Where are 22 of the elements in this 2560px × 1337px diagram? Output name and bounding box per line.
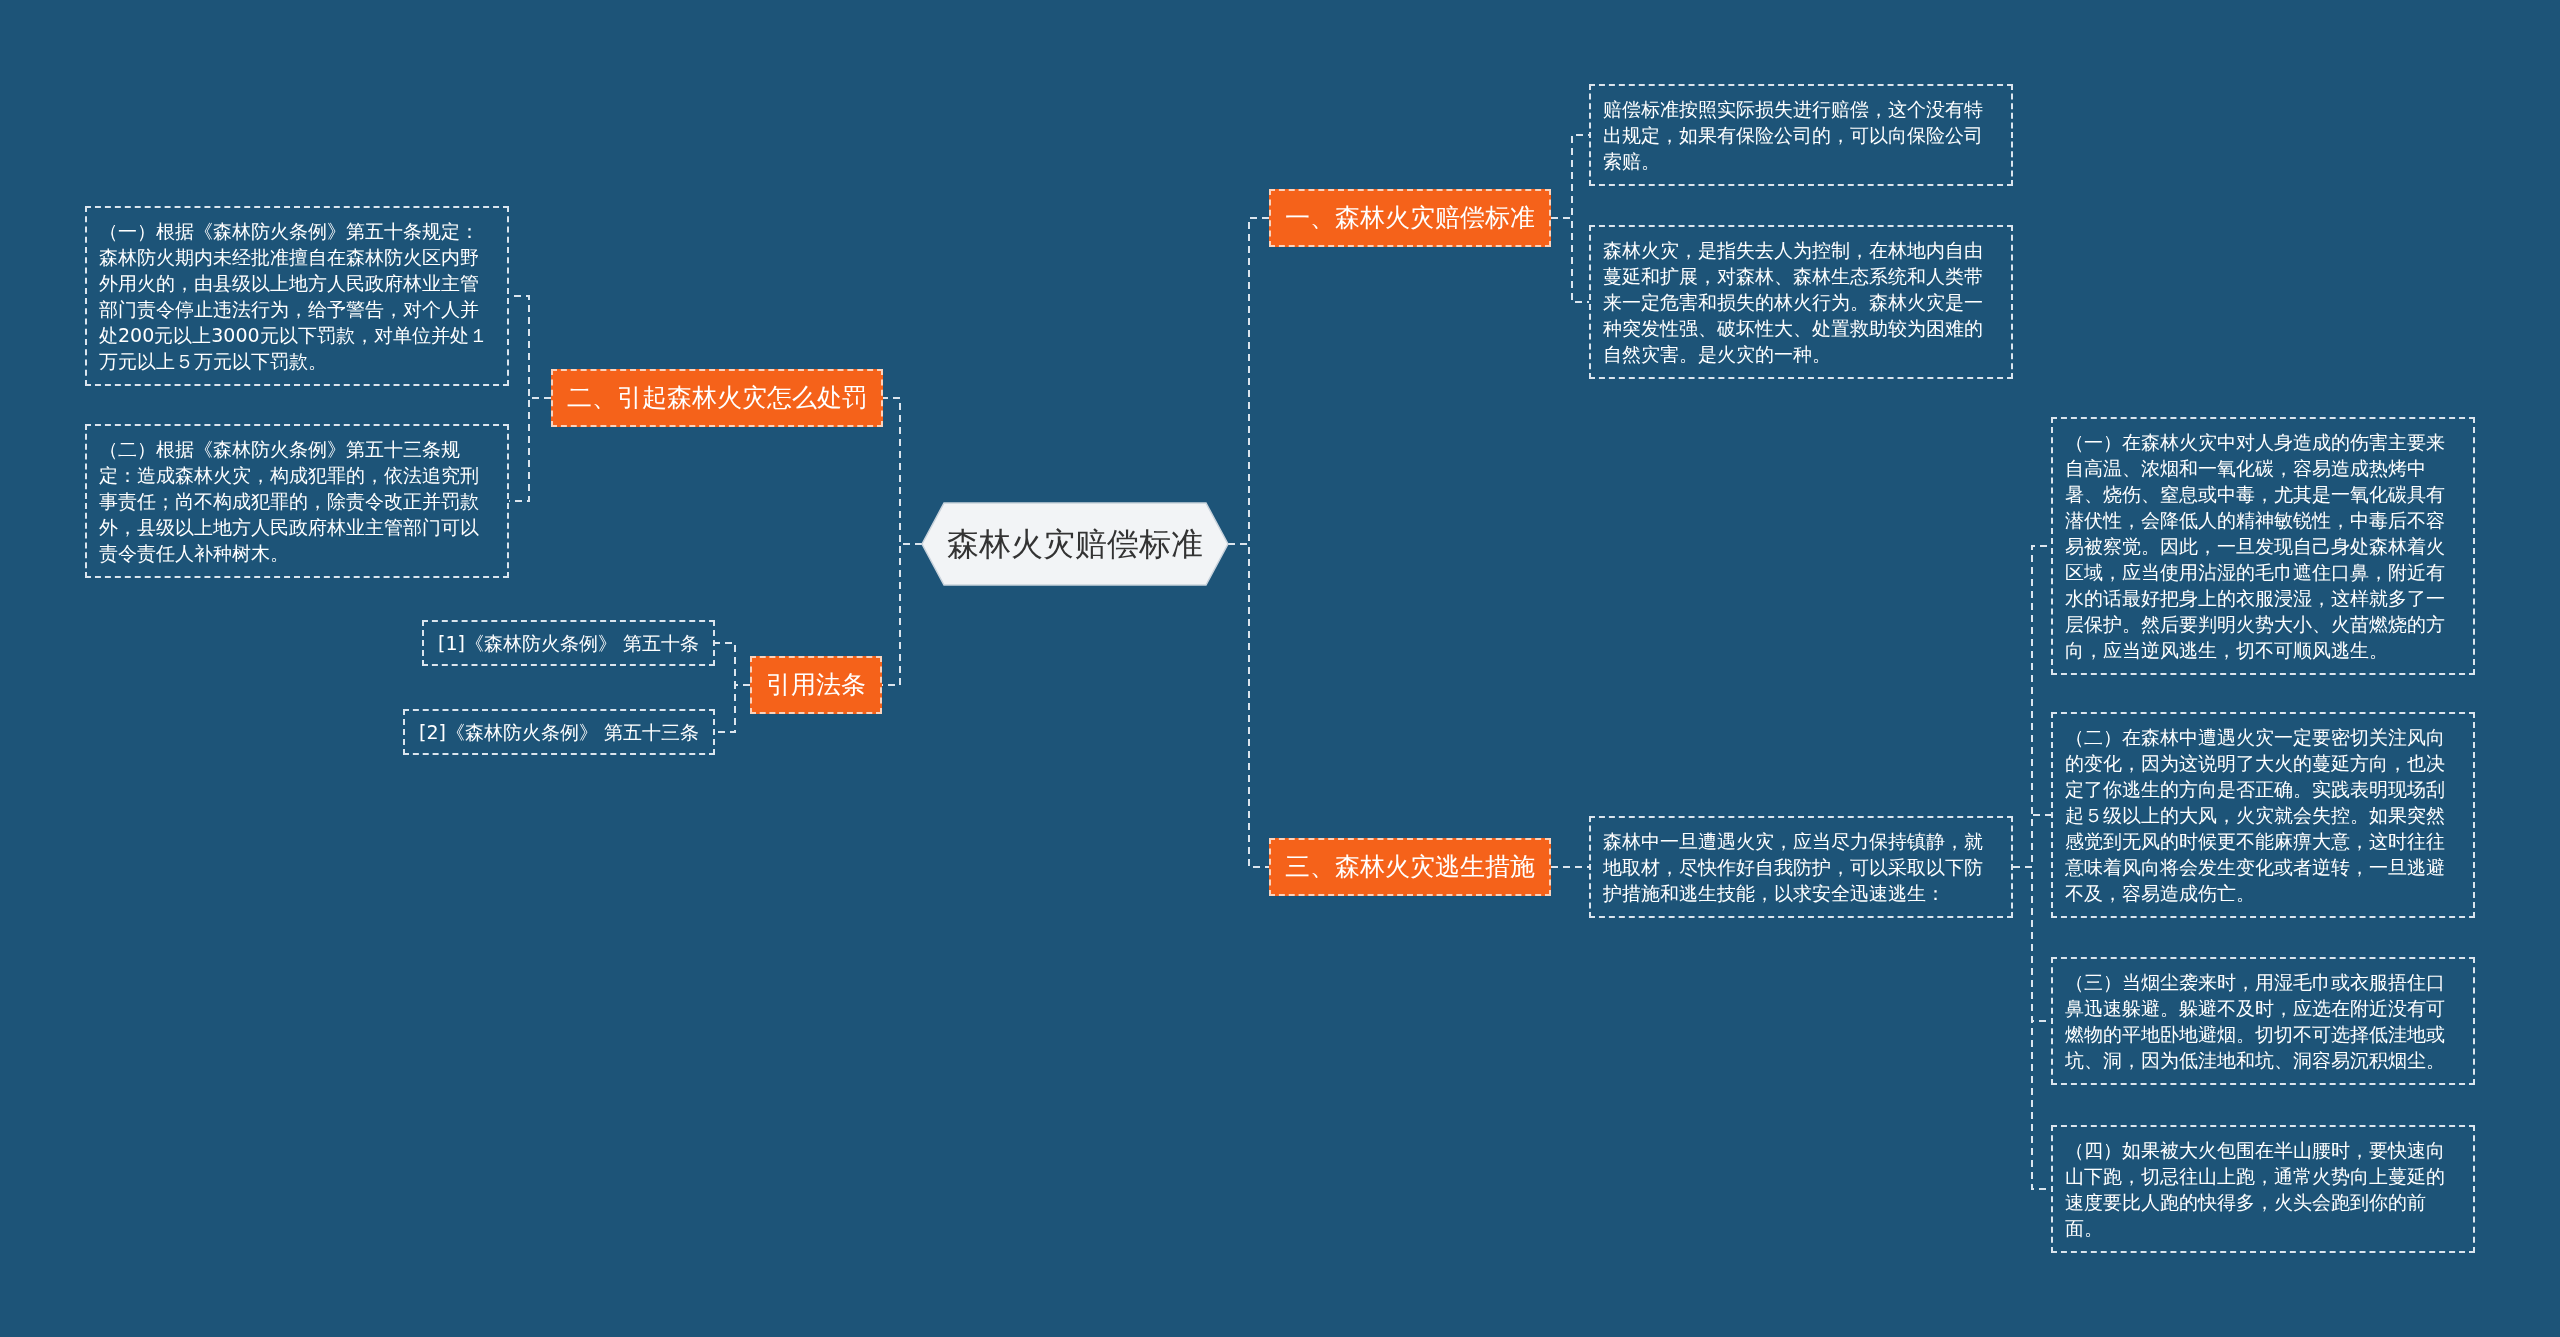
connector-line (1550, 866, 1590, 868)
text-box: （一）根据《森林防火条例》第五十条规定：森林防火期内未经批准擅自在森林防火区内野外用火的，由县级以上地方人民政府林业主管部门责令停止违法行为，给予警告，对个人并处200元以上3000元以下罚款，对单位并处１万元以上５万元以下罚款。 (85, 206, 509, 386)
connector-line (1227, 543, 1270, 868)
central-topic (922, 503, 1228, 585)
text-box: （四）如果被大火包围在半山腰时，要快速向山下跑，切忌往山上跑，通常火势向上蔓延的速度要比人跑的快得多，火头会跑到你的前面。 (2051, 1125, 2475, 1253)
topic-text: 森林火灾赔偿标准 (946, 524, 1204, 565)
topic-box: 引用法条 (750, 656, 882, 714)
connector-line (508, 397, 552, 502)
topic-box: 一、森林火灾赔偿标准 (1269, 189, 1551, 247)
text-box: （二）在森林中遭遇火灾一定要密切关注风向的变化，因为这说明了大火的蔓延方向，也决定了你逃生的方向是否正确。实践表明现场刮起５级以上的大风，火灾就会失控。如果突然感觉到无风的时候更不能麻痹大意，这时往往意味着风向将会发生变化或者逆转，一旦逃避不及，容易造成伤亡。 (2051, 712, 2475, 918)
text-box: （三）当烟尘袭来时，用湿毛巾或衣服捂住口鼻迅速躲避。躲避不及时，应选在附近没有可燃物的平地卧地避烟。切切不可选择低洼地或坑、洞，因为低洼地和坑、洞容易沉积烟尘。 (2051, 957, 2475, 1085)
text-box: 赔偿标准按照实际损失进行赔偿，这个没有特出规定，如果有保险公司的，可以向保险公司索赔。 (1589, 84, 2013, 186)
connector-line (1550, 217, 1590, 303)
text-box: 森林火灾，是指失去人为控制，在林地内自由蔓延和扩展，对森林、森林生态系统和人类带来一定危害和损失的林火行为。森林火灾是一种突发性强、破坏性大、处置救助较为困难的自然灾害。是火灾的一种。 (1589, 225, 2013, 379)
text-box: （二）根据《森林防火条例》第五十三条规定：造成森林火灾，构成犯罪的，依法追究刑事责任；尚不构成犯罪的，除责令改正并罚款外，县级以上地方人民政府林业主管部门可以责令责任人补种树木。 (85, 424, 509, 578)
topic-box: 二、引起森林火灾怎么处罚 (551, 369, 883, 427)
text-box: [2]《森林防火条例》 第五十三条 (403, 709, 715, 755)
connector-line (2012, 866, 2052, 1190)
text-box: 森林中一旦遭遇火灾，应当尽力保持镇静，就地取材，尽快作好自我防护，可以采取以下防护措施和逃生技能，以求安全迅速逃生： (1589, 816, 2013, 918)
topic-box: 三、森林火灾逃生措施 (1269, 838, 1551, 896)
text-box: [1]《森林防火条例》 第五十条 (422, 620, 715, 666)
text-box: （一）在森林火灾中对人身造成的伤害主要来自高温、浓烟和一氧化碳，容易造成热烤中暑、烧伤、窒息或中毒，尤其是一氧化碳具有潜伏性，会降低人的精神敏锐性，中毒后不容易被察觉。因此，一旦发现自己身处森林着火区域，应当使用沾湿的毛巾遮住口鼻，附近有水的话最好把身上的衣服浸湿，这样就多了一层保护。然后要判明火势大小、火苗燃烧的方向，应当逆风逃生，切不可顺风逃生。 (2051, 417, 2475, 675)
